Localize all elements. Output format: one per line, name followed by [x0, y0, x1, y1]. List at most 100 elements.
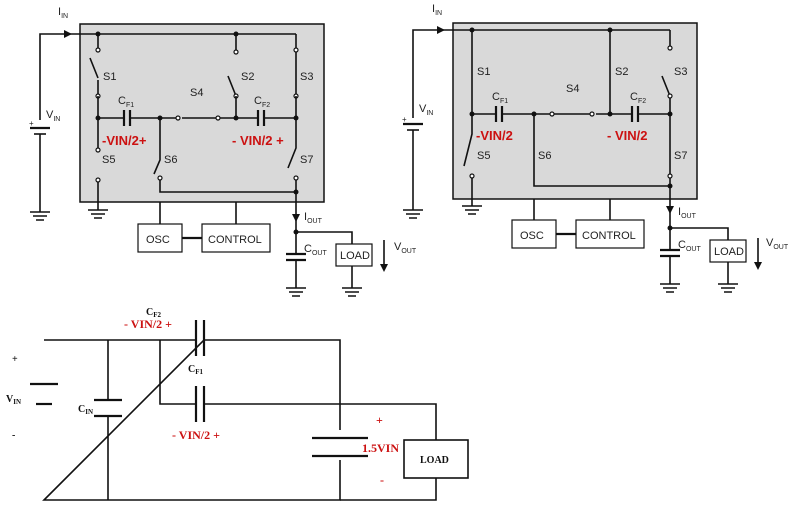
battery-gap: [36, 378, 56, 408]
s6-output-wire: [159, 180, 296, 193]
switch-contact: [469, 173, 475, 179]
cf2-polarity: - VIN/2: [607, 128, 647, 143]
diagram-2-switch-network: IIN VIN + S1 S2 S3 S4 S5 S6 S7 CF1 CF2 -…: [402, 3, 789, 293]
vin-label: VIN: [6, 394, 21, 406]
switch-contact: [233, 49, 239, 55]
ground-symbol: [342, 287, 362, 297]
cf1-label: CF1: [118, 95, 134, 109]
node: [607, 111, 613, 117]
load-label: LOAD: [714, 246, 744, 258]
osc-label: OSC: [146, 234, 170, 246]
s5-label: S5: [477, 150, 490, 162]
iin-arrow: [437, 26, 445, 34]
s2-label: S2: [615, 66, 628, 78]
battery-plus: +: [29, 119, 34, 128]
vin-label: VIN: [46, 109, 60, 123]
iin-label: IIN: [432, 3, 442, 17]
cf1-label: CF1: [188, 364, 204, 376]
ground-symbol: [660, 283, 680, 293]
chip-body: [79, 23, 325, 203]
cf1-loop: [159, 340, 437, 501]
switch-contact: [293, 175, 299, 181]
switch-contact: [157, 175, 163, 181]
ground-symbol: [462, 205, 482, 215]
control-label: CONTROL: [208, 234, 262, 246]
cf2-polarity: - VIN/2 +: [232, 133, 284, 148]
ground-symbol: [30, 211, 50, 221]
vout-arrow: [380, 264, 388, 272]
s7-label: S7: [674, 150, 687, 162]
vin-minus: -: [12, 430, 15, 441]
switch-contact: [667, 93, 673, 99]
vout-label: VOUT: [766, 237, 789, 251]
iout-label: IOUT: [304, 211, 323, 225]
load-label: LOAD: [420, 455, 449, 466]
s6-label: S6: [538, 150, 551, 162]
output-minus: -: [380, 473, 384, 487]
diagram-1-switch-network: IIN VIN + S1 S2 S3 S4 S5 S6 S7 CF1 CF2 -…: [29, 6, 417, 297]
osc-box: [511, 219, 557, 249]
ground-symbol: [88, 209, 108, 219]
switch-contact: [95, 177, 101, 183]
control-box: [201, 223, 271, 253]
cf2-label: CF2: [630, 91, 646, 105]
iin-label: IIN: [58, 6, 68, 20]
ground-symbol: [286, 287, 306, 297]
cf1-polarity: -VIN/2: [476, 128, 513, 143]
vin-plus: +: [12, 354, 18, 365]
s2-label: S2: [241, 71, 254, 83]
s4-contact: [549, 111, 555, 117]
vout-label: VOUT: [394, 241, 417, 255]
switch-contact: [667, 45, 673, 51]
control-label: CONTROL: [582, 230, 636, 242]
control-box: [575, 219, 645, 249]
s5-label: S5: [102, 154, 115, 166]
ground-symbol: [718, 283, 738, 293]
cin-label: CIN: [78, 404, 93, 416]
chip-body: [452, 22, 698, 200]
cf2-label: CF2: [254, 95, 270, 109]
cf1-polarity: - VIN/2 +: [172, 428, 220, 442]
s4-label: S4: [190, 87, 203, 99]
s7-label: S7: [300, 154, 313, 166]
load-label: LOAD: [340, 250, 370, 262]
s4-contact: [215, 115, 221, 121]
switch-contact: [95, 147, 101, 153]
vin-label: VIN: [419, 103, 433, 117]
vin-wire: [412, 29, 472, 118]
switch-contact: [95, 47, 101, 53]
switch-contact: [667, 173, 673, 179]
cf1-polarity: -VIN/2+: [102, 133, 147, 148]
vin-wire: [39, 33, 98, 120]
load-wire: [296, 231, 353, 244]
s4-contact: [589, 111, 595, 117]
switch-s7: [287, 118, 297, 169]
output-plus: +: [376, 413, 383, 427]
s6-label: S6: [164, 154, 177, 166]
node: [233, 115, 239, 121]
cout-label: COUT: [678, 239, 701, 253]
cf1-label: CF1: [492, 91, 508, 105]
vout-arrow: [754, 262, 762, 270]
s3-label: S3: [300, 71, 313, 83]
load-wire: [670, 227, 729, 240]
ground-symbol: [403, 209, 423, 219]
iin-arrow: [64, 30, 72, 38]
s4-contact: [175, 115, 181, 121]
diagram-3-equivalent-circuit: + VIN - CIN CF2 - VIN/2 + CF1 - VIN/2 + …: [6, 307, 469, 501]
iout-arrow: [292, 214, 300, 222]
cf2-label: CF2: [146, 307, 162, 319]
switch-contact: [293, 47, 299, 53]
s3-label: S3: [674, 66, 687, 78]
switch-s1: [89, 34, 99, 96]
osc-label: OSC: [520, 230, 544, 242]
switch-s6: [533, 114, 670, 187]
s1-label: S1: [103, 71, 116, 83]
switch-s2: [227, 34, 237, 97]
switch-s6: [153, 118, 161, 175]
iout-label: IOUT: [678, 206, 697, 220]
cf2-polarity: - VIN/2 +: [124, 317, 172, 331]
s1-label: S1: [477, 66, 490, 78]
s4-label: S4: [566, 83, 579, 95]
